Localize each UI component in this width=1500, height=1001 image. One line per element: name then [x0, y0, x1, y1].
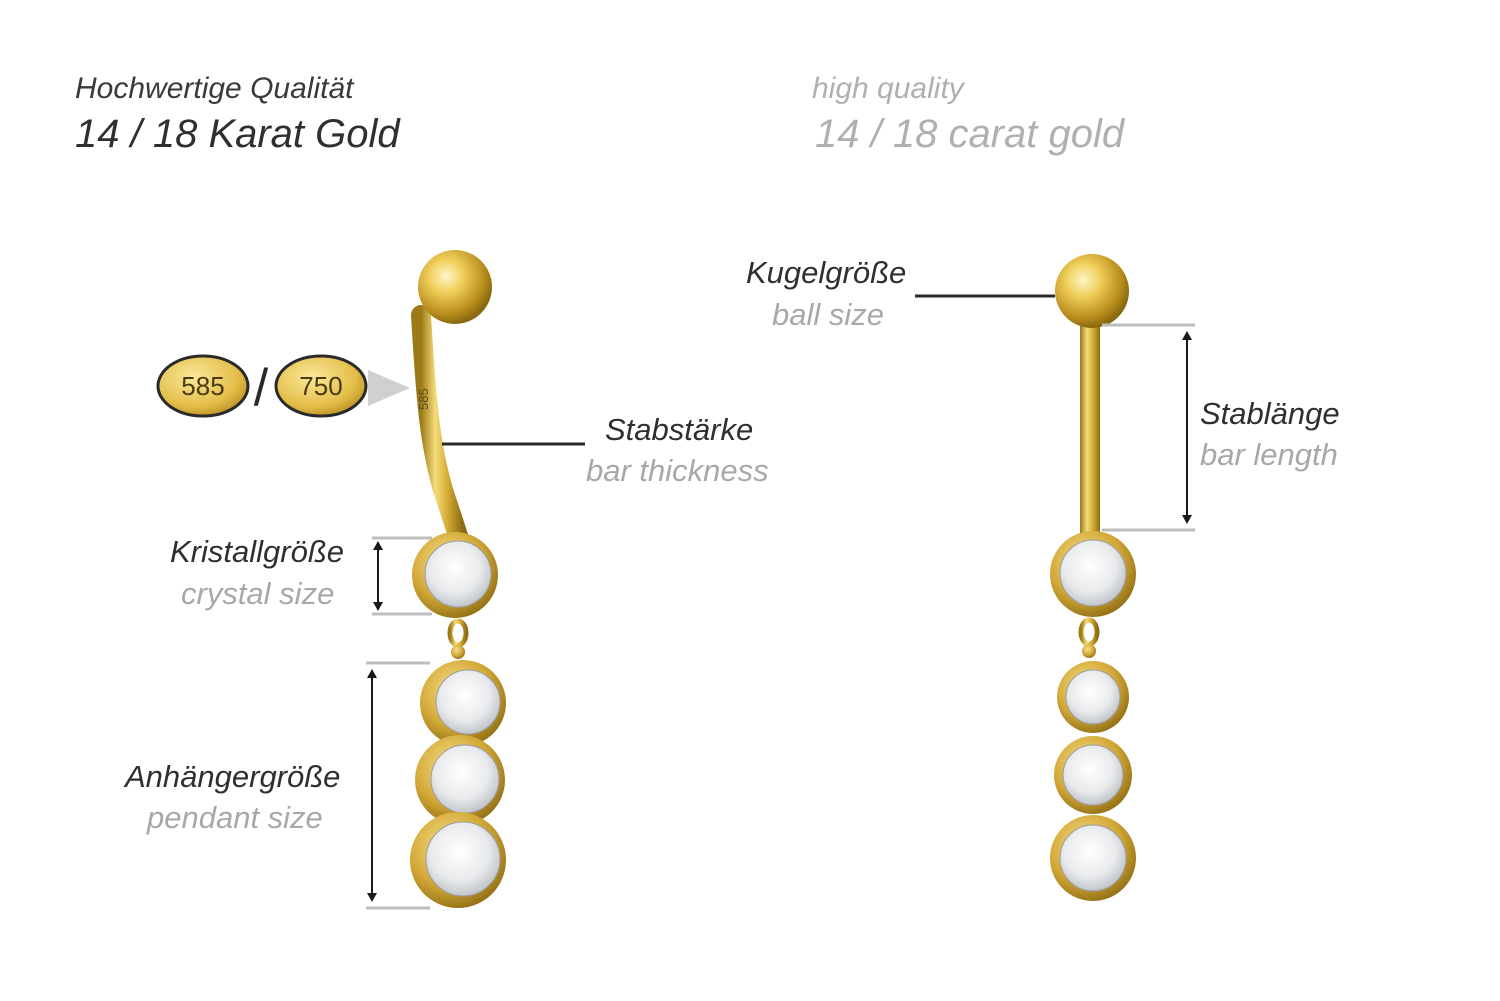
bar-length-label-en: bar length: [1200, 437, 1338, 472]
right-pendant-gem-2: [1062, 744, 1124, 806]
left-pendant-gem-2: [430, 744, 500, 814]
right-pendant-gem-3: [1059, 824, 1127, 892]
crystal-size-label-de: Kristallgröße: [170, 534, 344, 569]
heading-en-subtitle: high quality: [812, 72, 964, 105]
left-crystal-gem: [424, 540, 492, 608]
crystal-size-dimension: [372, 536, 432, 616]
heading-de-title: 14 / 18 Karat Gold: [75, 112, 400, 156]
right-jewelry: [1050, 254, 1136, 901]
stamp-pointer: [368, 370, 410, 406]
left-ball: [418, 250, 492, 324]
right-crystal-gem: [1059, 539, 1127, 607]
left-link-bead: [451, 645, 465, 659]
heading-de-subtitle: Hochwertige Qualität: [75, 72, 354, 105]
stamp-585: [156, 354, 250, 418]
left-jewelry: 585: [410, 250, 506, 908]
pendant-size-label-de: Anhängergröße: [125, 759, 341, 794]
bar-length-dimension: [1102, 323, 1195, 532]
left-curved-bar: [411, 305, 472, 558]
stamp-750-text: 750: [299, 371, 342, 401]
bar-thickness-label-en: bar thickness: [586, 453, 769, 488]
bar-engraving-text: 585: [416, 388, 431, 410]
right-pendant-gem-1: [1065, 669, 1121, 725]
stamp-750: [274, 354, 368, 418]
pendant-size-label-en: pendant size: [147, 800, 323, 835]
purity-stamps: 585 / 750: [156, 354, 410, 418]
heading-en-title: 14 / 18 carat gold: [815, 112, 1125, 156]
crystal-size-label-en: crystal size: [181, 576, 335, 611]
stamp-585-text: 585: [181, 371, 224, 401]
pendant-size-dimension: [366, 661, 430, 910]
right-straight-bar: [1080, 318, 1100, 543]
left-pendant-gem-1: [435, 669, 501, 735]
left-link: [447, 618, 469, 648]
ball-size-label-en: ball size: [772, 297, 884, 332]
left-pendant-gem-3: [425, 821, 501, 897]
right-link: [1078, 617, 1100, 647]
bar-thickness-label-de: Stabstärke: [605, 412, 754, 447]
stamp-separator: /: [254, 359, 269, 417]
ball-size-label-de: Kugelgröße: [746, 255, 907, 290]
bar-length-label-de: Stablänge: [1200, 396, 1340, 431]
right-link-bead: [1082, 644, 1096, 658]
right-ball: [1055, 254, 1129, 328]
